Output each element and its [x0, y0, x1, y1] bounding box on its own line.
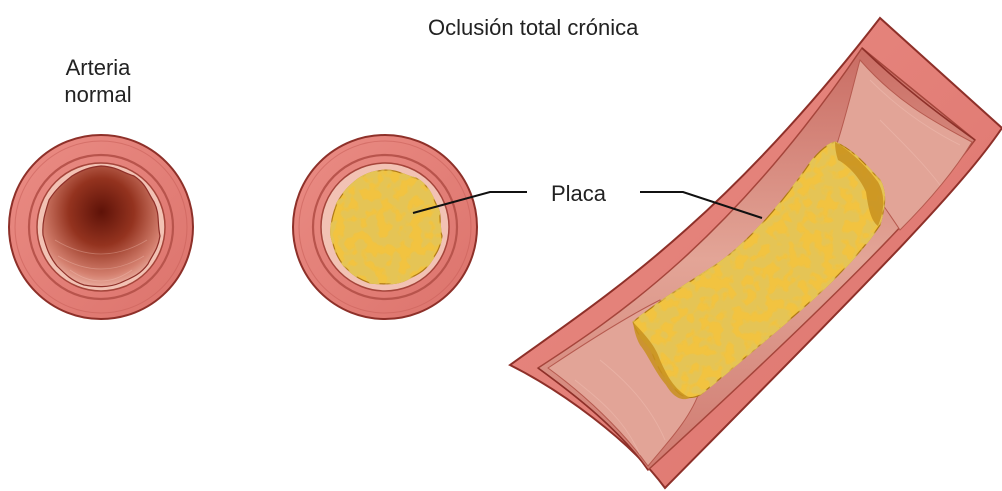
normal-artery-label: Arteria normal [40, 54, 156, 108]
occluded-artery-cross-section [293, 135, 477, 319]
plaque-label: Placa [551, 180, 606, 207]
normal-artery-cross-section [9, 135, 193, 319]
chronic-total-occlusion-label: Oclusión total crónica [428, 14, 638, 41]
occluded-vessel-longitudinal [510, 18, 1002, 488]
